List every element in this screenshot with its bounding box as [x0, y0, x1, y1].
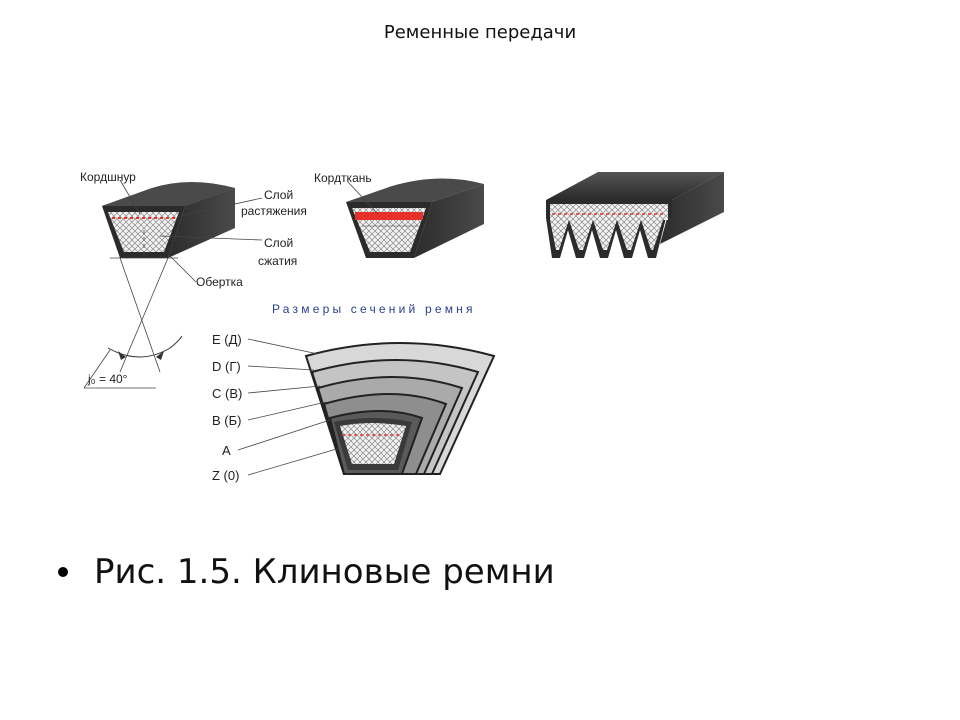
section-label-c: C (B) [212, 386, 242, 401]
v-belt-cord-fabric [346, 178, 484, 258]
label-compression-layer-line1: Слой [264, 236, 293, 250]
label-angle: j₀ = 40° [87, 372, 128, 386]
slide-title: Ременные передачи [383, 22, 577, 43]
v-belt-classic [83, 179, 263, 389]
bullet-icon [58, 567, 68, 577]
section-label-z: Z (0) [212, 468, 239, 483]
poly-v-belt [546, 172, 724, 258]
caption-row: Рис. 1.5. Клиновые ремни [58, 552, 555, 592]
section-label-d: D (Г) [212, 359, 241, 374]
label-tension-layer-line1: Слой [264, 188, 293, 202]
label-cord-fabric: Кордткань [314, 171, 372, 185]
section-label-a: A [222, 443, 231, 458]
figure-caption: Рис. 1.5. Клиновые ремни [94, 552, 555, 592]
sizes-heading: Размеры сечений ремня [272, 302, 476, 316]
section-label-b: B (Б) [212, 413, 241, 428]
label-tension-layer-line2: растяжения [241, 204, 307, 218]
section-sizes-diagram [237, 338, 496, 476]
section-label-e: E (Д) [212, 332, 242, 347]
label-cord: Кордшнур [80, 170, 136, 184]
label-compression-layer-line2: сжатия [258, 254, 297, 268]
label-wrapper: Обертка [196, 275, 243, 289]
